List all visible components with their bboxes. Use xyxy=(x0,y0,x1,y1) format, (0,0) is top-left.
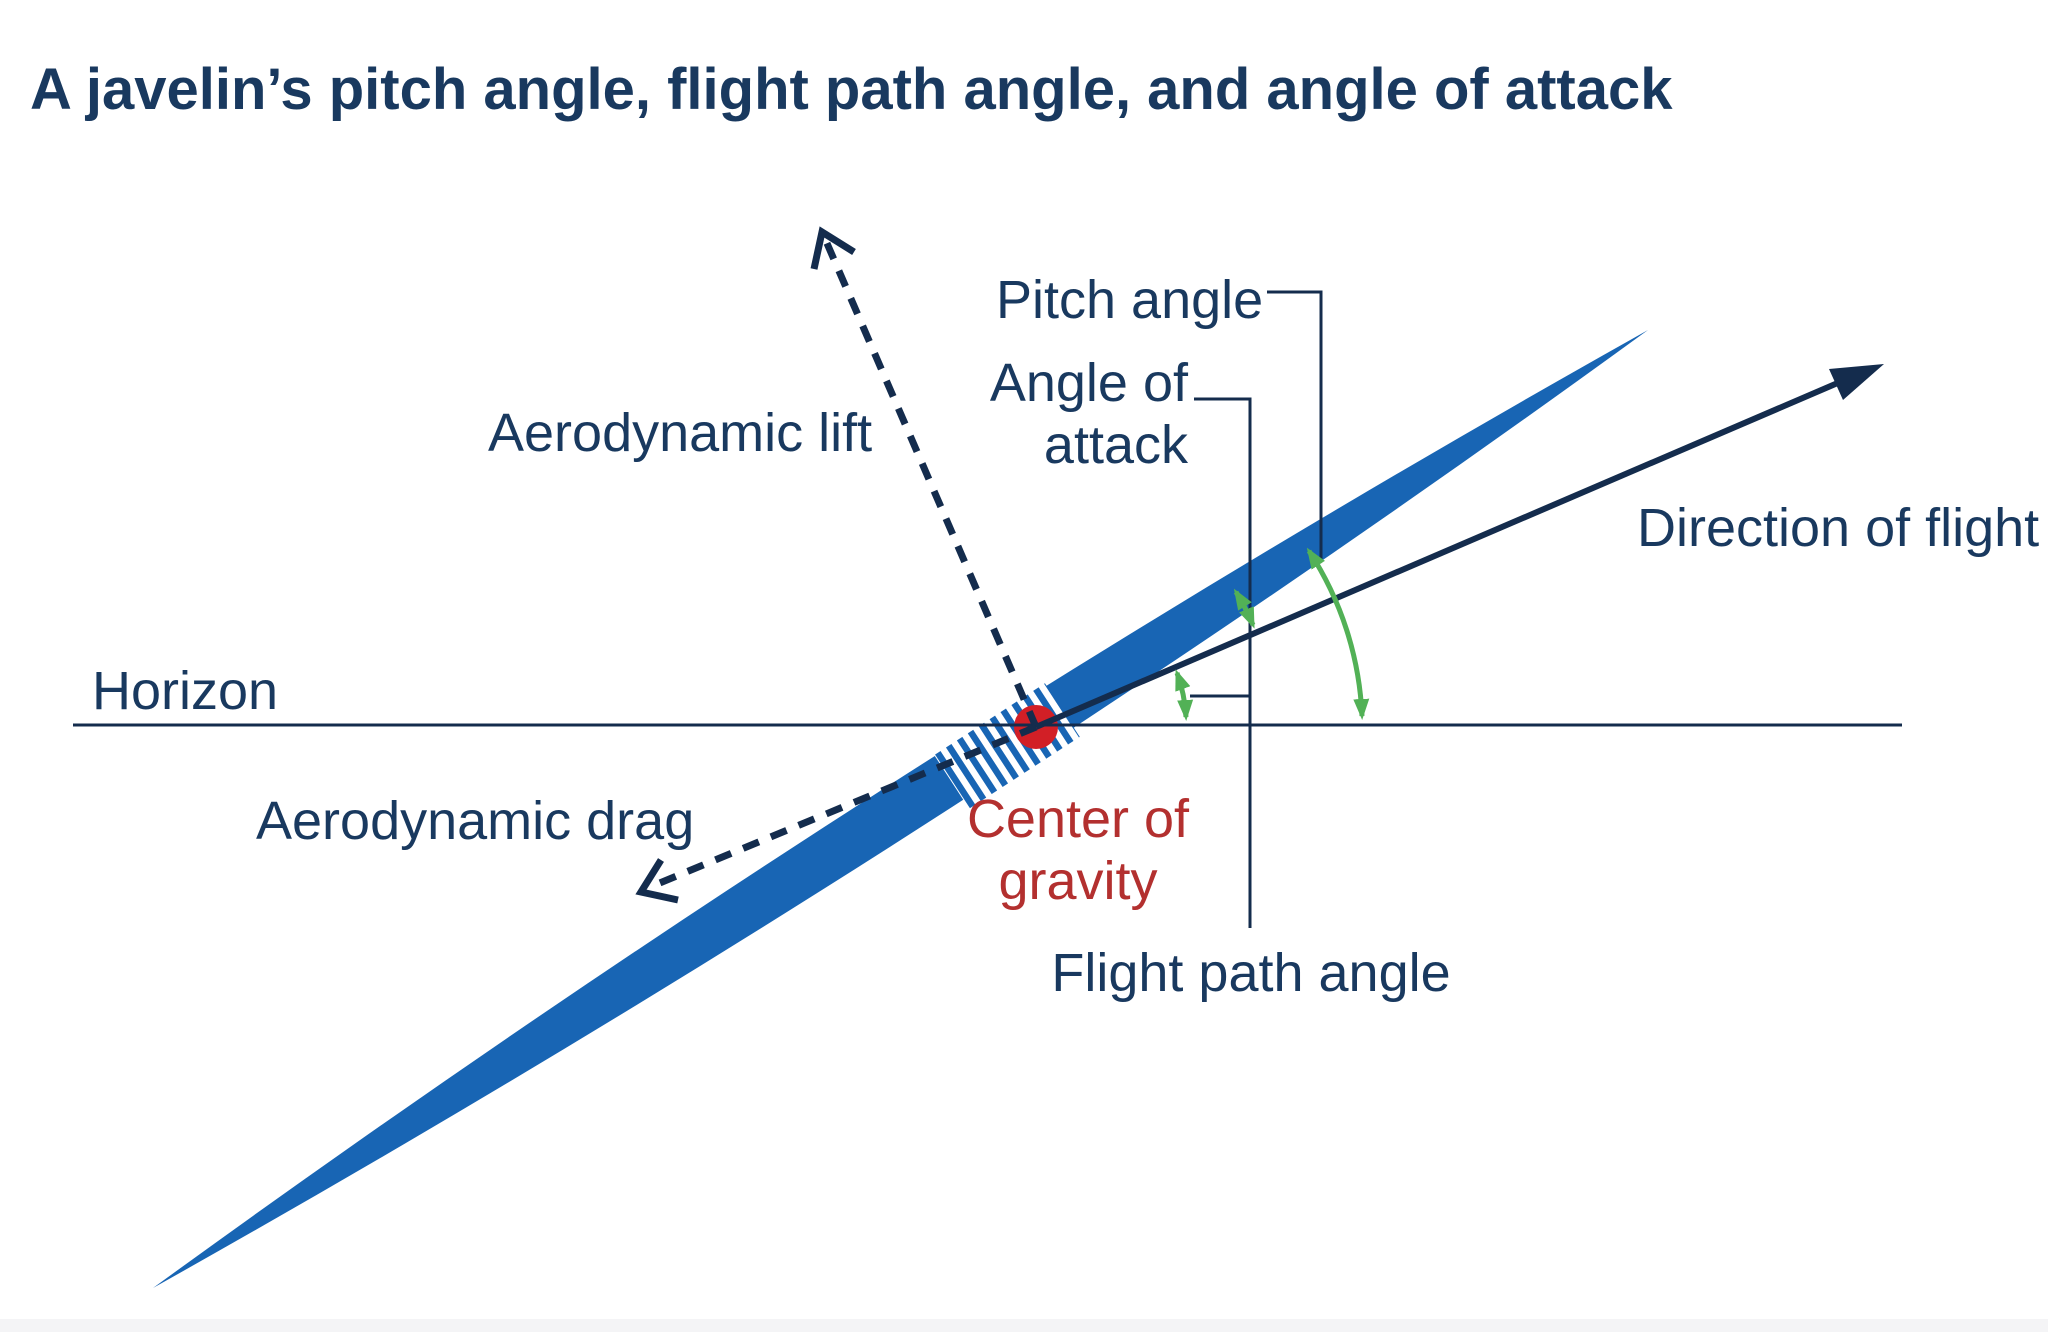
direction-of-flight-arrow xyxy=(1034,364,1884,730)
center-of-gravity-label-line1: Center of xyxy=(966,789,1190,849)
aerodynamic-drag-label: Aerodynamic drag xyxy=(256,791,695,851)
pitch-angle-label: Pitch angle xyxy=(996,270,1264,330)
aerodynamic-lift-arrow xyxy=(810,226,1040,729)
aerodynamic-lift-label: Aerodynamic lift xyxy=(488,403,873,463)
direction-of-flight-label: Direction of flight xyxy=(1637,498,2040,558)
flight-path-angle-arc xyxy=(1174,669,1194,721)
pitch-angle-pointer xyxy=(1267,290,1323,562)
horizon-label: Horizon xyxy=(92,661,279,721)
angle-of-attack-label-line2: attack xyxy=(1043,415,1188,476)
javelin xyxy=(153,330,1648,1288)
bottom-edge-strip xyxy=(0,1319,2048,1332)
angle-of-attack-label: Angle of attack xyxy=(990,352,1188,476)
diagram-title: A javelin’s pitch angle, flight path ang… xyxy=(30,57,1673,122)
angle-of-attack-arc xyxy=(1233,588,1256,629)
flight-path-angle-label: Flight path angle xyxy=(1051,943,1451,1003)
aerodynamic-drag-arrow xyxy=(635,723,1038,904)
angle-of-attack-pointer xyxy=(1194,397,1252,928)
angle-of-attack-label-line1: Angle of xyxy=(989,353,1188,413)
center-of-gravity-label-line2: gravity xyxy=(998,851,1158,912)
center-of-gravity-label: Center of gravity xyxy=(967,788,1189,912)
pitch-angle-arc xyxy=(1306,547,1370,720)
